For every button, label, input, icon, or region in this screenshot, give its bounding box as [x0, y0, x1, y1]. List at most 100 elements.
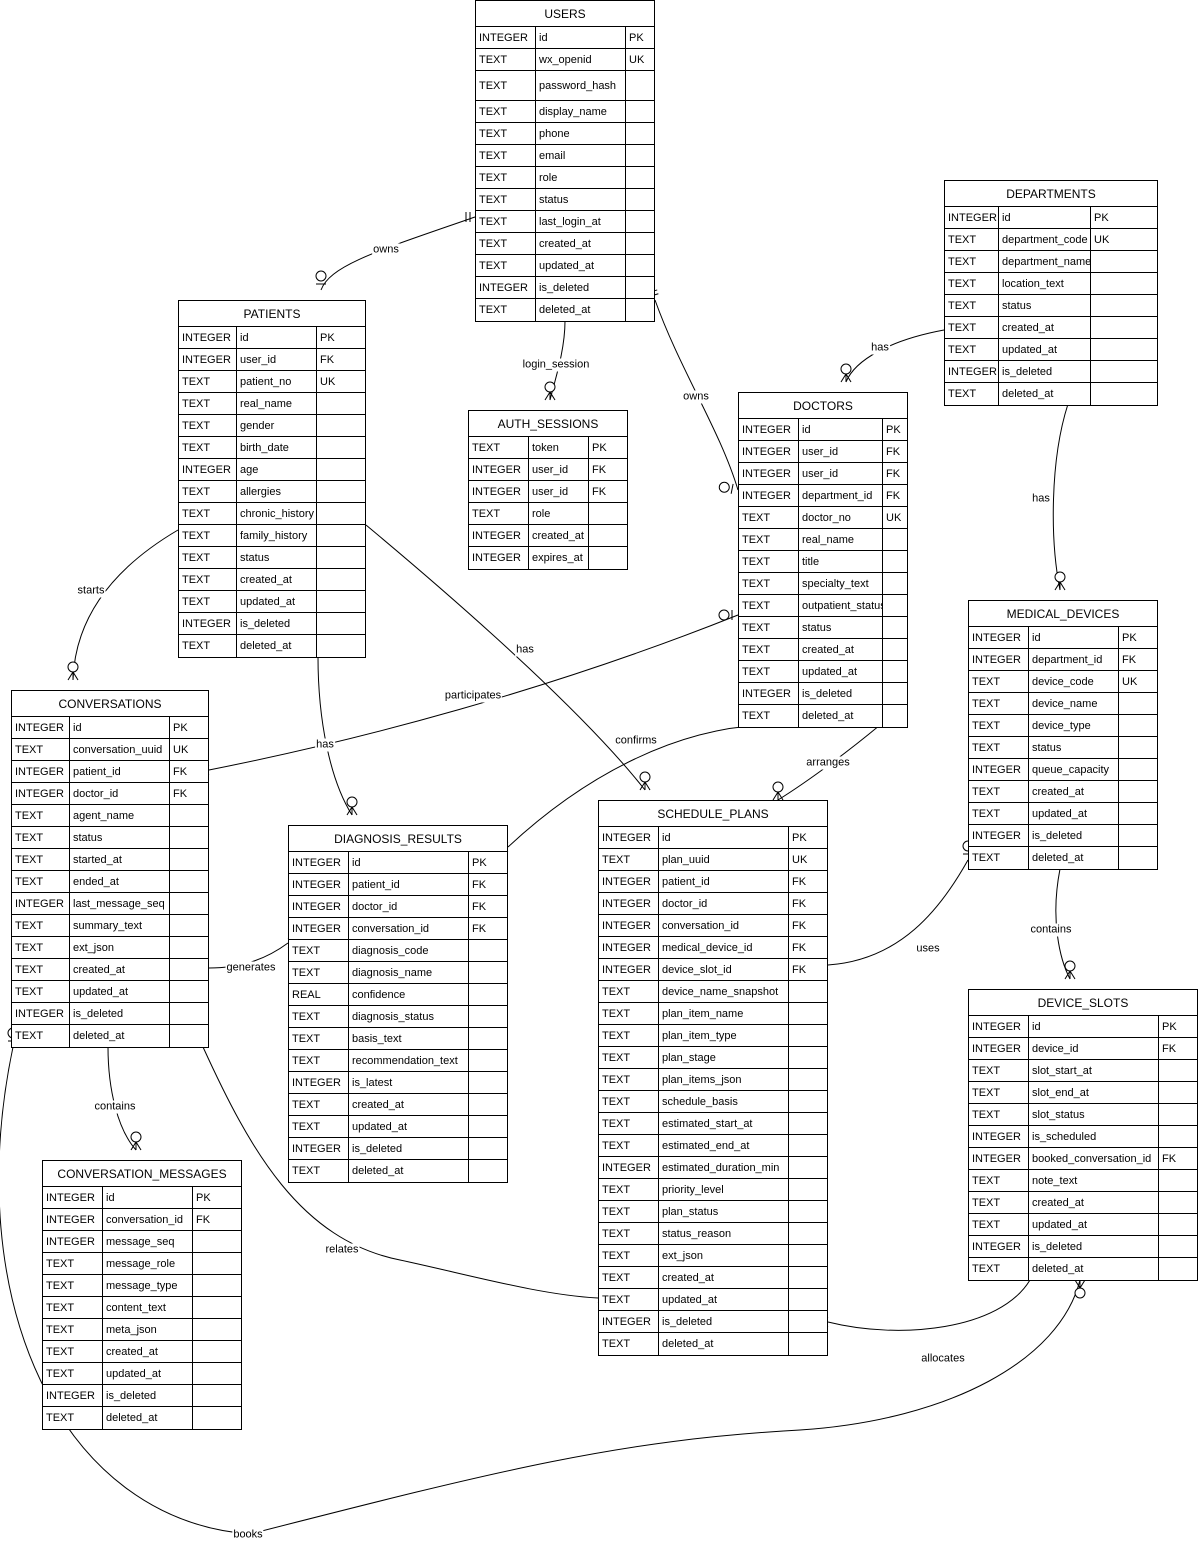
- attribute-name: token: [529, 437, 589, 458]
- attribute-type: TEXT: [476, 189, 536, 210]
- attribute-name: booked_conversation_id: [1029, 1148, 1159, 1169]
- attribute-type: INTEGER: [599, 1157, 659, 1178]
- relationship-label: has: [315, 738, 335, 752]
- attribute-type: INTEGER: [12, 893, 70, 914]
- attribute-name: deleted_at: [659, 1333, 789, 1355]
- attribute-key: [883, 639, 907, 660]
- attribute-type: TEXT: [599, 1267, 659, 1288]
- attribute-name: estimated_duration_min: [659, 1157, 789, 1178]
- attribute-key: FK: [173, 766, 188, 778]
- attribute-type: INTEGER: [969, 1148, 1029, 1169]
- attribute-key: [317, 415, 365, 436]
- attribute-key: [789, 1267, 827, 1288]
- attribute-name: id: [1029, 1016, 1159, 1037]
- attribute-type: INTEGER: [969, 759, 1029, 780]
- attribute-name: user_id: [237, 349, 317, 370]
- attribute-key: [1159, 1214, 1197, 1235]
- attribute-key: FK: [792, 964, 807, 976]
- attribute-type: TEXT: [179, 569, 237, 590]
- attribute-key: FK: [1162, 1043, 1177, 1055]
- attribute-type: TEXT: [599, 1179, 659, 1200]
- attribute-key: [789, 1333, 827, 1355]
- attribute-type: TEXT: [476, 123, 536, 144]
- attribute-name: content_text: [103, 1297, 193, 1318]
- relationship-line: [208, 614, 739, 771]
- attribute-type: TEXT: [599, 1135, 659, 1156]
- attribute-key: PK: [472, 857, 487, 869]
- attribute-type: TEXT: [12, 915, 70, 936]
- attribute-type: TEXT: [43, 1341, 103, 1362]
- attribute-key: [789, 1047, 827, 1068]
- attribute-key: [1159, 1236, 1197, 1257]
- attribute-key: [193, 1275, 241, 1296]
- attribute-key: [1119, 693, 1157, 714]
- attribute-type: TEXT: [945, 383, 999, 405]
- attribute-key: [170, 1025, 208, 1047]
- attribute-type: INTEGER: [12, 783, 70, 804]
- attribute-key: FK: [792, 920, 807, 932]
- attribute-name: department_id: [799, 485, 883, 506]
- attribute-type: TEXT: [945, 317, 999, 338]
- attribute-name: plan_stage: [659, 1047, 789, 1068]
- attribute-name: device_name_snapshot: [659, 981, 789, 1002]
- relationship-departments-doctors: [840, 325, 954, 383]
- attribute-type: INTEGER: [739, 419, 799, 440]
- attribute-key: FK: [472, 901, 487, 913]
- relationship-line: [0, 1046, 1081, 1535]
- attribute-key: [626, 233, 654, 254]
- attribute-type: INTEGER: [43, 1385, 103, 1406]
- attribute-name: user_id: [799, 463, 883, 484]
- attribute-key: [1119, 759, 1157, 780]
- attribute-name: department_code: [999, 229, 1091, 250]
- attribute-name: status: [999, 295, 1091, 316]
- attribute-name: created_at: [536, 233, 626, 254]
- attribute-type: INTEGER: [43, 1231, 103, 1252]
- attribute-type: TEXT: [599, 1025, 659, 1046]
- relationship-users-patients: [315, 212, 476, 291]
- attribute-type: INTEGER: [969, 649, 1029, 670]
- attribute-key: [789, 981, 827, 1002]
- attribute-name: queue_capacity: [1029, 759, 1119, 780]
- relationship-line: [320, 216, 476, 291]
- attribute-type: TEXT: [476, 167, 536, 188]
- attribute-name: doctor_id: [659, 893, 789, 914]
- attribute-type: TEXT: [179, 635, 237, 657]
- attribute-key: UK: [173, 744, 189, 756]
- attribute-name: confidence: [349, 984, 469, 1005]
- attribute-type: INTEGER: [969, 825, 1029, 846]
- attribute-name: user_id: [799, 441, 883, 462]
- relationship-label: contains: [1029, 923, 1073, 937]
- attribute-type: INTEGER: [599, 827, 659, 848]
